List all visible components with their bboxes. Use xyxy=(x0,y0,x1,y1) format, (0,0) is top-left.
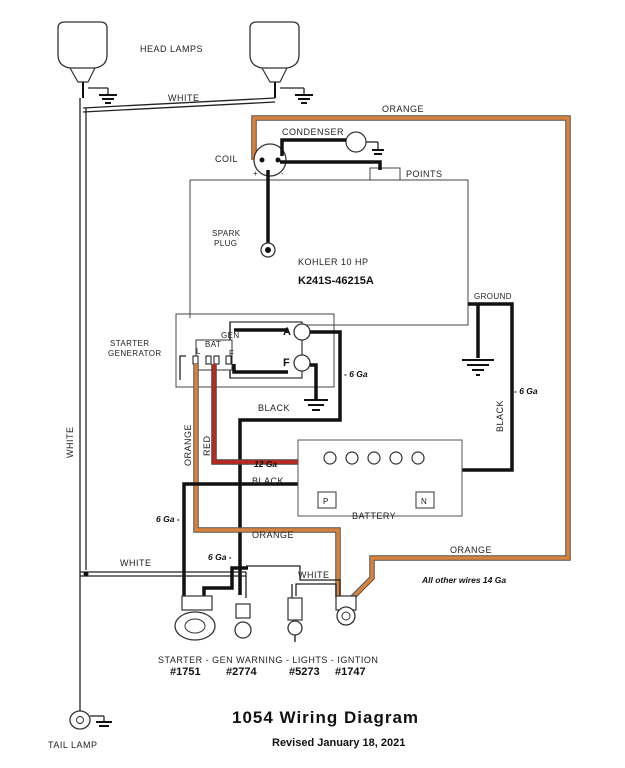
black-mid-label: BLACK xyxy=(258,403,290,413)
svg-text:+: + xyxy=(253,169,258,178)
coil-label: COIL xyxy=(215,154,238,164)
starter-generator-box xyxy=(175,313,335,388)
ground-label: GROUND xyxy=(474,292,512,301)
terminal-f xyxy=(293,354,311,372)
spark-label: SPARK xyxy=(212,229,241,238)
condenser xyxy=(345,131,384,155)
plug-label: PLUG xyxy=(214,239,237,248)
white-top-label: WHITE xyxy=(168,93,200,103)
switch-1747: #1747 xyxy=(335,666,366,678)
points-box xyxy=(369,167,401,181)
ignition-switch xyxy=(335,595,357,626)
generator-label: GENERATOR xyxy=(108,349,162,358)
white-vertical-label: WHITE xyxy=(65,427,75,459)
wire-coil-points xyxy=(280,160,382,170)
bat-term-label: BAT xyxy=(205,340,221,349)
orange-top-label: ORANGE xyxy=(382,104,424,114)
batt-n-label: N xyxy=(421,497,427,506)
starter-label: STARTER xyxy=(110,339,149,348)
black-wire-starter-gen-warning xyxy=(202,566,248,598)
white-switch-label: WHITE xyxy=(298,570,330,580)
revised-date: Revised January 18, 2021 xyxy=(272,737,405,749)
head-lamps-label: HEAD LAMPS xyxy=(140,44,203,54)
six-ga-left-label: 6 Ga - xyxy=(156,514,180,524)
white-lower-label: WHITE xyxy=(120,558,152,568)
orange-left-label: ORANGE xyxy=(183,424,193,466)
white-wire-headlamps xyxy=(82,97,276,109)
switch-5273: #5273 xyxy=(289,666,320,678)
all-other-label: All other wires 14 Ga xyxy=(421,575,506,585)
gen-warning-lamp xyxy=(234,603,252,639)
six-ga-far-right-label: - 6 Ga xyxy=(514,386,538,396)
spark-plug xyxy=(260,242,276,258)
twelve-ga-label: 12 Ga xyxy=(254,459,277,469)
engine-outline xyxy=(190,179,469,326)
tail-lamp-label: TAIL LAMP xyxy=(48,740,98,750)
f-small-term-label: F xyxy=(229,349,234,358)
gen-term-label: GEN xyxy=(221,331,240,340)
switch-1751: #1751 xyxy=(170,666,201,678)
condenser-label: CONDENSER xyxy=(282,127,344,137)
head-lamp-left xyxy=(57,21,117,104)
term-a-label: A xyxy=(283,326,291,338)
six-ga-right-label: - 6 Ga xyxy=(344,369,368,379)
diagram-title: 1054 Wiring Diagram xyxy=(232,708,419,727)
coil: + - xyxy=(253,143,287,178)
tail-lamp xyxy=(69,690,112,730)
wire-coil-condenser xyxy=(280,138,346,156)
terminal-a xyxy=(293,323,311,341)
points-label: POINTS xyxy=(406,169,443,179)
l-term-label: L xyxy=(196,347,201,356)
lights-switch xyxy=(287,597,303,642)
black-wire-a-to-starter xyxy=(238,330,342,595)
orange-mid-label: ORANGE xyxy=(252,530,294,540)
switch-2774: #2774 xyxy=(226,666,257,678)
black-wire-f-ground xyxy=(310,363,318,400)
term-f-label: F xyxy=(283,357,290,369)
black-right-label: BLACK xyxy=(495,400,505,432)
svg-text:-: - xyxy=(281,169,284,178)
head-lamp-right xyxy=(249,21,313,104)
black-batt-label: BLACK xyxy=(252,476,284,486)
wire-f-term xyxy=(232,364,288,374)
orange-wire-starter-to-ignition xyxy=(194,364,340,598)
six-ga-lower-label: 6 Ga - xyxy=(208,552,232,562)
battery xyxy=(297,439,463,517)
batt-p-label: P xyxy=(323,497,329,506)
engine-ground-symbol xyxy=(462,359,494,376)
red-left-label: RED xyxy=(202,435,212,456)
orange-wire-coil-to-ignition xyxy=(252,116,570,600)
engine-model: K241S-46215A xyxy=(298,275,374,287)
battery-label: BATTERY xyxy=(352,511,396,521)
starter-switch xyxy=(174,595,216,641)
engine-name: KOHLER 10 HP xyxy=(298,257,369,267)
starter-ground-symbol xyxy=(304,399,328,411)
orange-lower-right-label: ORANGE xyxy=(450,545,492,555)
switch-names: STARTER - GEN WARNING - LIGHTS - IGNTION xyxy=(158,655,378,665)
